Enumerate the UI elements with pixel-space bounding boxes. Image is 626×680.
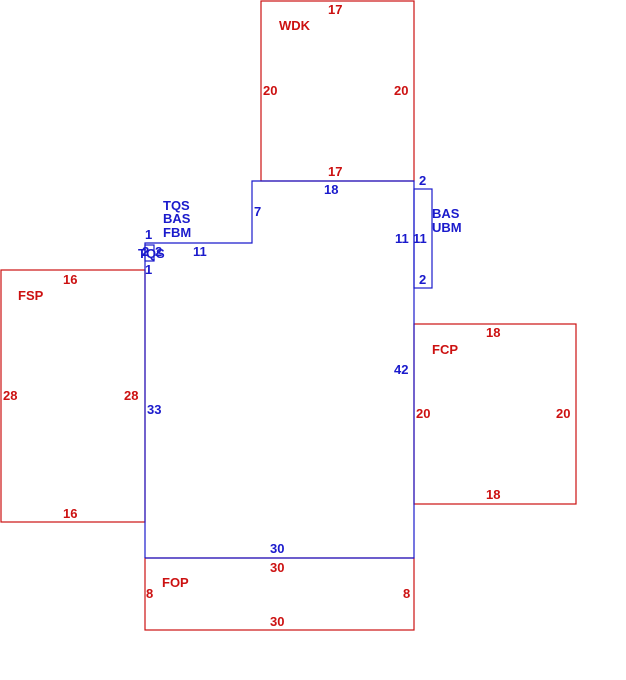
bas-ubm-code-2: UBM bbox=[432, 220, 462, 235]
tqs-bas-fbm-dim-b: 1 bbox=[145, 262, 152, 277]
tqs-bas-fbm-area: TQS BAS FBM 1 1 2 2 TQS bbox=[138, 198, 191, 277]
wdk-area: WDK 17 20 20 17 bbox=[260, 0, 415, 182]
wdk-code: WDK bbox=[279, 18, 311, 33]
wdk-top-dim: 17 bbox=[328, 2, 342, 17]
bas-ubm-area: BAS UBM 2 11 11 2 bbox=[395, 173, 462, 289]
tqs-bas-fbm-dim-c: 2 bbox=[142, 244, 149, 259]
fcp-bottom-dim: 18 bbox=[486, 487, 500, 502]
bas-ubm-left-dim: 11 bbox=[395, 231, 409, 246]
fop-code: FOP bbox=[162, 575, 189, 590]
wdk-bottom-dim: 17 bbox=[328, 164, 342, 179]
fcp-top-dim: 18 bbox=[486, 325, 500, 340]
fop-bottom-dim: 30 bbox=[270, 614, 284, 629]
main-notch-dim: 7 bbox=[254, 204, 261, 219]
wdk-right-dim: 20 bbox=[394, 83, 408, 98]
tqs-bas-fbm-code-2: BAS bbox=[163, 211, 191, 226]
bas-ubm-top-dim: 2 bbox=[419, 173, 426, 188]
fsp-code: FSP bbox=[18, 288, 44, 303]
fsp-right-dim: 28 bbox=[124, 388, 138, 403]
tqs-bas-fbm-outline bbox=[144, 244, 155, 262]
fcp-left-dim: 20 bbox=[416, 406, 430, 421]
tqs-bas-fbm-code-1: TQS bbox=[163, 198, 190, 213]
fop-area: FOP 30 8 8 30 bbox=[144, 557, 415, 631]
fcp-area: FCP 18 20 20 18 bbox=[413, 323, 577, 505]
fcp-right-dim: 20 bbox=[556, 406, 570, 421]
fop-left-dim: 8 bbox=[146, 586, 153, 601]
fsp-bottom-dim: 16 bbox=[63, 506, 77, 521]
tqs-bas-fbm-code-3: FBM bbox=[163, 225, 191, 240]
bas-ubm-code-1: BAS bbox=[432, 206, 460, 221]
wdk-left-dim: 20 bbox=[263, 83, 277, 98]
main-step-dim: 11 bbox=[193, 244, 207, 259]
main-bottom-dim: 30 bbox=[270, 541, 284, 556]
main-left-dim: 33 bbox=[147, 402, 161, 417]
fcp-code: FCP bbox=[432, 342, 458, 357]
fsp-area: FSP 16 28 28 16 bbox=[0, 269, 146, 523]
main-area: 18 7 11 33 42 30 bbox=[144, 180, 415, 559]
fop-top-dim: 30 bbox=[270, 560, 284, 575]
bas-ubm-outline bbox=[413, 188, 433, 289]
main-top-dim: 18 bbox=[324, 182, 338, 197]
tqs-bas-fbm-dim-a: 1 bbox=[145, 227, 152, 242]
fsp-left-dim: 28 bbox=[3, 388, 17, 403]
main-right-dim: 42 bbox=[394, 362, 408, 377]
fop-right-dim: 8 bbox=[403, 586, 410, 601]
fsp-top-dim: 16 bbox=[63, 272, 77, 287]
bas-ubm-right-dim: 11 bbox=[413, 231, 427, 246]
bas-ubm-bottom-dim: 2 bbox=[419, 272, 426, 287]
tqs-bas-fbm-dim-d: 2 bbox=[155, 244, 162, 259]
tqs-overlap-code: TQS bbox=[138, 246, 165, 261]
main-outline bbox=[144, 180, 415, 559]
